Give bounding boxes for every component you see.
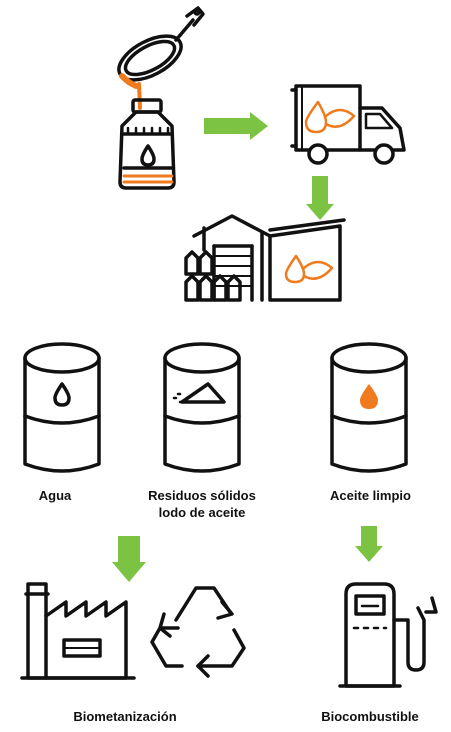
- frying-pan-icon: [117, 6, 205, 110]
- factory-icon: [20, 582, 136, 680]
- arrow-down-2: [112, 536, 146, 582]
- barrel-water-icon: [23, 342, 101, 473]
- arrow-down-3: [355, 526, 383, 562]
- recycle-icon: [150, 586, 246, 678]
- warehouse-icon: [184, 214, 346, 302]
- label-aceite-limpio: Aceite limpio: [330, 488, 411, 503]
- arrow-down-1: [306, 176, 334, 220]
- label-residuos: Residuos sólidos lodo de aceite: [132, 487, 272, 521]
- label-biocombustible: Biocombustible: [321, 709, 419, 724]
- arrow-right: [204, 112, 268, 140]
- label-biometanizacion: Biometanización: [73, 709, 177, 724]
- delivery-truck-icon: [290, 84, 406, 165]
- label-agua: Agua: [38, 488, 72, 503]
- barrel-clean-oil-icon: [330, 342, 408, 473]
- label-residuos-line2: lodo de aceite: [158, 505, 246, 520]
- oil-jug-icon: [118, 98, 176, 190]
- fuel-pump-icon: [338, 582, 438, 688]
- barrel-solids-icon: [163, 342, 241, 473]
- label-residuos-line1: Residuos sólidos: [148, 488, 256, 503]
